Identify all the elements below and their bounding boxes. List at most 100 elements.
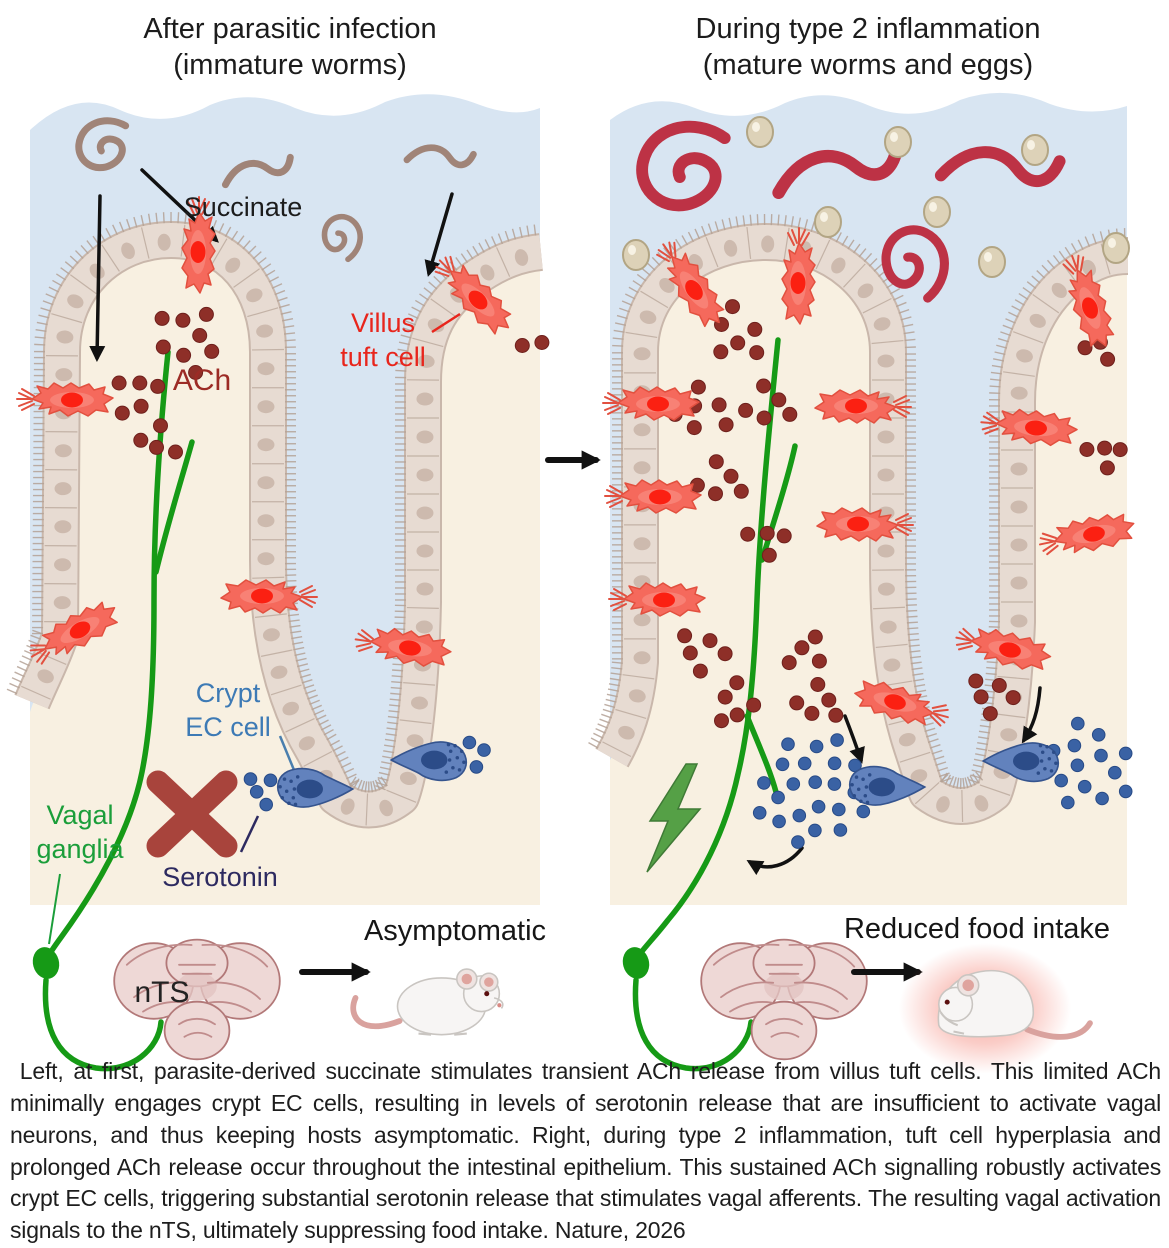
ach-dot [782, 406, 798, 422]
ach-dot [133, 398, 149, 414]
ach-dot [717, 689, 733, 705]
asymptomatic-label: Asymptomatic [364, 915, 546, 947]
ach-dot [776, 528, 792, 544]
vagal-nerve-left [44, 349, 171, 963]
ach-dot [1099, 460, 1115, 476]
ach-dot [746, 697, 762, 713]
vagal-ganglia-label-line2: ganglia [36, 834, 124, 864]
molecule-cluster-sero [752, 733, 871, 849]
ach-dot [749, 345, 765, 361]
ach-dot [759, 525, 775, 541]
serotonin-dot [775, 757, 790, 772]
vagal-label-line [48, 873, 61, 945]
molecule-cluster-ach [789, 677, 844, 723]
worm-egg-icon [622, 239, 650, 271]
serotonin-dot [808, 823, 822, 838]
panel-right [588, 92, 1129, 961]
ach-dot [534, 335, 550, 350]
molecule-cluster-sero [462, 735, 491, 774]
epithelium-left [16, 223, 544, 827]
ach-dot [789, 695, 805, 711]
serotonin-dot [808, 775, 823, 790]
worm-egg-icon [1021, 134, 1049, 166]
ec-label-line [278, 735, 296, 771]
serotonin-dot [259, 797, 274, 812]
ach-dot [810, 677, 826, 692]
succinate-label: Succinate [184, 192, 303, 222]
tissue-right [610, 240, 1127, 905]
ach-dot [747, 321, 763, 337]
molecule-cluster-ach [968, 673, 1021, 722]
serotonin-dot [469, 760, 484, 774]
ach-dot [686, 420, 702, 436]
sick-mouse-icon [899, 943, 1090, 1073]
ach-dot [1077, 340, 1093, 356]
ach-dot [708, 454, 724, 470]
worm-egg-icon [884, 126, 912, 158]
ach-label: ACh [173, 364, 231, 397]
tuft-label-line [431, 312, 461, 334]
serotonin-dot [786, 777, 801, 791]
serotonin-dot [1118, 746, 1133, 761]
ach-dot [756, 410, 772, 426]
ach-dot [740, 526, 756, 542]
right-panel-title-line2: (mature worms and eggs) [703, 49, 1033, 81]
ach-dot [725, 299, 740, 315]
ach-dot [717, 646, 733, 662]
serotonin-dot [1071, 716, 1085, 731]
serotonin-dot [1070, 758, 1085, 773]
serotonin-dot [771, 790, 785, 805]
serotonin-dot [1061, 795, 1075, 810]
ach-dot [729, 707, 745, 723]
ach-dot [155, 339, 171, 355]
figure-caption: Left, at first, parasite-derived succina… [10, 1058, 1168, 1244]
serotonin-dot [1077, 779, 1092, 794]
ach-dot [702, 633, 718, 649]
serotonin-label: Serotonin [162, 862, 278, 892]
nts-label: nTS [134, 976, 189, 1009]
ach-dot [111, 375, 127, 391]
ach-dot [114, 405, 130, 421]
vagal-ganglion-left-icon [32, 947, 60, 979]
vagal-ganglia-label-line1: Vagal [46, 800, 113, 830]
signal-arrows-right [746, 686, 1042, 876]
ach-dot [682, 645, 698, 661]
ach-dot [804, 705, 820, 721]
right-panel-title-line1: During type 2 inflammation [696, 13, 1041, 45]
serotonin-dot [833, 823, 848, 837]
ach-dot [756, 378, 772, 394]
ach-dot [991, 678, 1007, 693]
molecule-cluster-sero [1046, 716, 1133, 810]
ach-dot [968, 673, 984, 689]
ach-dot [738, 402, 754, 418]
ach-dot [718, 417, 734, 433]
worm-egg-icon [814, 206, 842, 238]
brush-border-left [6, 211, 537, 826]
crypt-ec-cell-label-line2: EC cell [185, 712, 271, 742]
serotonin-dot [1095, 791, 1109, 806]
ach-dot [192, 328, 208, 343]
ach-dot [677, 628, 693, 644]
ach-dot [729, 675, 745, 691]
ach-dot [821, 692, 837, 708]
ach-dot [1097, 440, 1113, 456]
reduced-food-intake-label: Reduced food intake [844, 913, 1110, 945]
ach-dot [982, 706, 998, 722]
ach-dot [149, 439, 164, 455]
serotonin-dot [792, 808, 807, 823]
serotonin-dot [243, 772, 258, 786]
left-panel-title-line2: (immature worms) [173, 49, 407, 81]
serotonin-dot [1094, 748, 1108, 763]
vagal-nerve-right [634, 337, 781, 961]
molecule-cluster-ach [1079, 440, 1128, 476]
serotonin-dot [477, 743, 491, 757]
molecule-cluster-ach [781, 629, 827, 671]
molecule-cluster-ach [714, 675, 762, 729]
serotonin-dot [462, 735, 477, 750]
bottom-row [32, 938, 1090, 1074]
serotonin-dot [809, 739, 824, 754]
ach-dot [794, 640, 810, 656]
ach-dot [771, 392, 787, 408]
